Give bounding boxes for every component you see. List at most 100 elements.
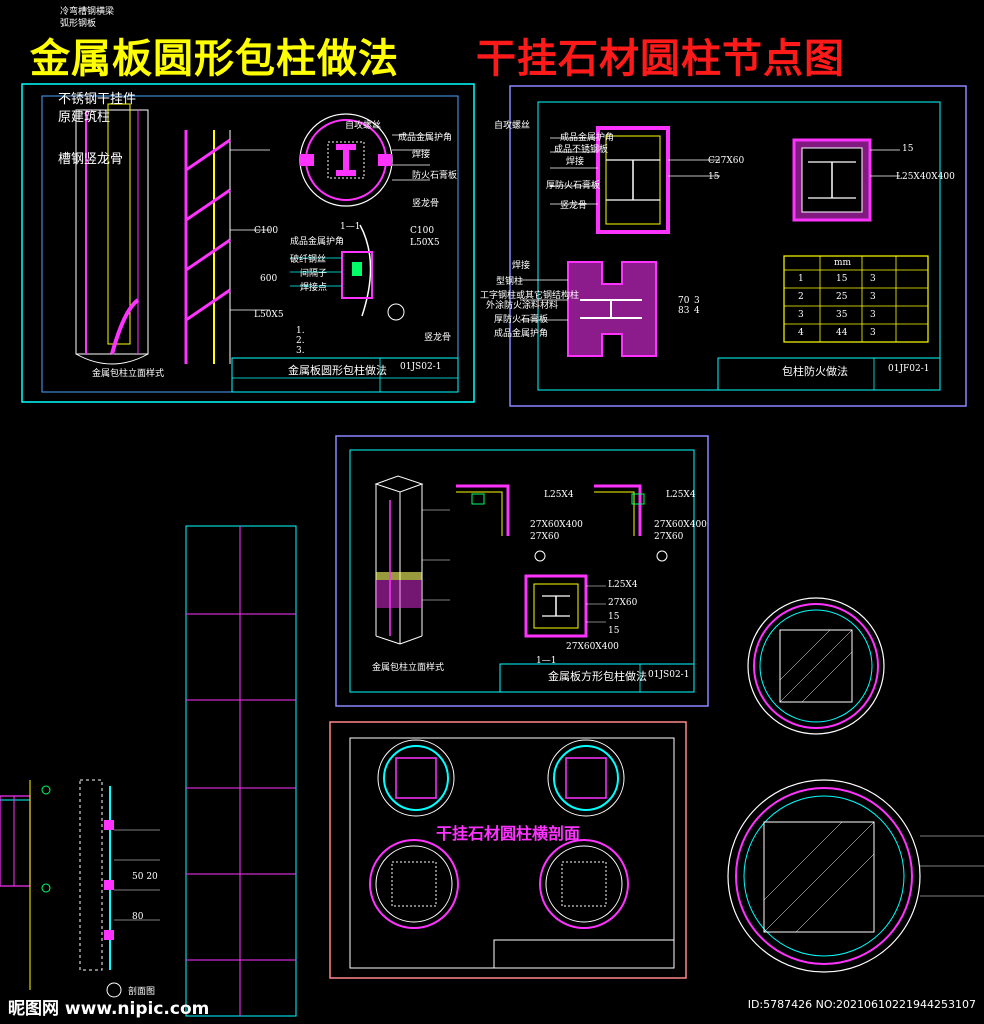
table-r1-c1: 1 [798,274,804,284]
label-top-2: 弧形钢板 [60,19,97,29]
note-2: 2. [296,336,305,346]
table-r3-c1: 3 [798,310,804,320]
label-tr-screw: 自攻螺丝 [494,121,531,131]
fire-thickness-table [783,255,929,343]
dim-tr-l25x40x400: L25X40X400 [896,172,955,182]
square-column-3d [374,475,450,645]
caption-elevation: 金属包柱立面样式 [92,369,165,379]
panel-top-left [21,83,475,403]
dim-mid-1: L25X4 [544,490,574,500]
dim-600: 600 [260,274,278,284]
main-title-right: 干挂石材圆柱节点图 [476,36,845,82]
label-gypsum-board: 防火石膏板 [412,171,458,181]
main-title-left: 金属板圆形包柱做法 [30,36,399,82]
label-original-column: 原建筑柱 [58,110,111,125]
label-tr-steel-col: 型钢柱 [496,277,524,287]
panel-middle [335,435,709,707]
round-stone-section-1 [377,739,455,817]
dim-tr-83: 83 [678,306,690,316]
round-stone-section-3 [369,839,459,929]
label-weld: 焊接 [412,150,431,160]
section-mark-1: 1—1 [340,222,361,232]
wall-section-detail [0,779,160,998]
label-detail-weld: 焊接点 [300,283,328,293]
label-tr-keel: 竖龙骨 [560,201,588,211]
stone-section-heading: 干挂石材圆柱横剖面 [436,824,581,843]
table-r4-c1: 4 [798,328,804,338]
note-3: 3. [296,346,305,356]
label-detail-corner: 成品金属护角 [290,237,345,247]
sheet-no-fire: 01JF02-1 [888,364,930,374]
circular-section-detail [299,113,430,207]
dim-bottom-1: 50 20 [132,872,158,882]
title-block-round: 金属板圆形包柱做法 [288,364,387,377]
label-tr-i-beam: 工字钢柱或其它钢结构柱 [480,291,580,301]
sheet-no-round: 01JS02-1 [400,362,442,372]
dim-bottom-2: 80 [132,912,144,922]
table-r4-c3: 3 [870,328,876,338]
dim-mid-11: 27X60X400 [566,642,619,652]
note-1: 1. [296,326,305,336]
large-round-section-bottom [727,779,984,973]
square-section [524,574,606,638]
dim-mid-10: 15 [608,626,620,636]
label-keel: 竖龙骨 [412,199,440,209]
label-tr-coating: 外涂防火涂料材料 [486,301,559,311]
label-tr-steel-plate: 成品不锈钢板 [554,145,609,155]
watermark-site: 昵图网 www.nipic.com [8,999,210,1019]
label-detail-wire: 破纤钢丝 [290,255,327,265]
label-bottom-keel: 竖龙骨 [424,333,452,343]
table-r2-c3: 3 [870,292,876,302]
label-channel-keel: 槽钢竖龙骨 [58,152,124,167]
table-header-mm: mm [834,258,852,268]
dim-tr-4: 4 [694,306,700,316]
round-stone-section-4 [539,839,629,929]
caption-bottom: 剖面图 [128,987,156,997]
table-r1-c2: 15 [836,274,848,284]
label-top-1: 冷弯槽钢横梁 [60,7,115,17]
label-detail-spacer: 间隔子 [300,269,328,279]
dim-mid-8: 27X60 [608,598,638,608]
dim-mid-9: 15 [608,612,620,622]
watermark-id: ID:5787426 NO:20210610221944253107 [747,998,976,1011]
dim-tr-70: 70 [678,296,690,306]
table-r2-c1: 2 [798,292,804,302]
dim-detail-c100: C100 [410,226,435,236]
label-metal-corner: 成品金属护角 [398,133,453,143]
dim-mid-3: 27X60 [530,532,560,542]
table-r1-c3: 3 [870,274,876,284]
table-r3-c2: 35 [836,310,848,320]
large-round-section-top [747,597,885,735]
label-tr-gypsum2: 厚防火石膏板 [494,315,549,325]
ladder-frame-elevation [184,130,270,364]
dim-mid-2: 27X60X400 [530,520,583,530]
tall-grid-elevation [185,525,297,1017]
label-tr-corner2: 成品金属护角 [494,329,549,339]
label-self-tap-screw: 自攻螺丝 [345,121,382,131]
table-r3-c3: 3 [870,310,876,320]
dim-c100: C100 [254,226,279,236]
table-r2-c2: 25 [836,292,848,302]
label-tr-weld: 焊接 [566,157,585,167]
sheet-no-square: 01JS02-1 [648,670,690,680]
dim-detail-l50x5: L50X5 [410,238,440,248]
dim-mid-7: L25X4 [608,580,638,590]
h-section-fire-coating [520,261,657,357]
label-stainless-hanger: 不锈钢干挂件 [58,92,137,107]
square-fire-column [792,138,900,222]
panel-top-right [509,85,967,407]
label-tr-corner: 成品金属护角 [560,133,615,143]
label-tr-weld2: 焊接 [512,261,531,271]
dim-tr-15a: 15 [708,172,720,182]
round-column-elevation [75,103,149,365]
dim-mid-4: L25X4 [666,490,696,500]
label-tr-gypsum: 厚防火石膏板 [546,181,601,191]
round-stone-section-2 [547,739,625,817]
caption-mid: 金属包柱立面样式 [372,663,445,673]
corner-details [456,484,668,562]
panel-bottom-middle [329,721,687,979]
section-mark-mid: 1—1 [536,656,557,666]
dim-mid-6: 27X60 [654,532,684,542]
dim-tr-3: 3 [694,296,700,306]
dim-mid-5: 27X60X400 [654,520,707,530]
